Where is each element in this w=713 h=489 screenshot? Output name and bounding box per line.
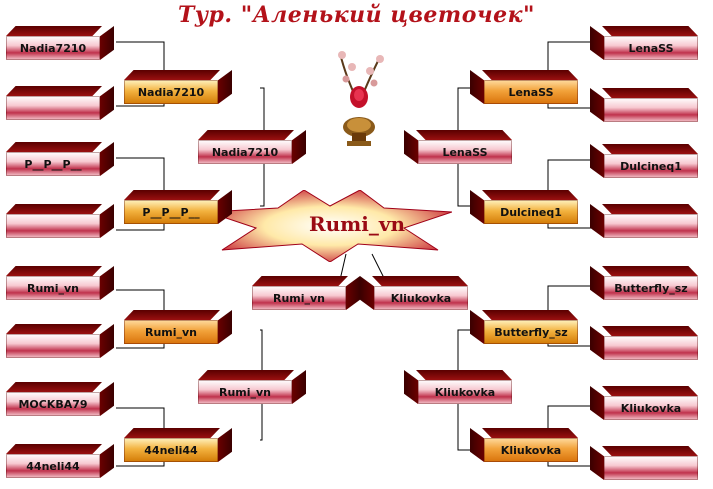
left-r1-slot-4[interactable] bbox=[6, 204, 114, 238]
player-name: Kliukovka bbox=[418, 380, 512, 404]
right-r3-slot-1[interactable]: LenaSS bbox=[404, 130, 512, 164]
left-r1-slot-8[interactable]: 44neli44 bbox=[6, 444, 114, 478]
player-name: Nadia7210 bbox=[198, 140, 292, 164]
right-r1-slot-5[interactable]: Butterfly_sz bbox=[590, 266, 698, 300]
player-name: P__P__P__ bbox=[6, 152, 100, 176]
player-name: LenaSS bbox=[604, 36, 698, 60]
left-r1-slot-5[interactable]: Rumi_vn bbox=[6, 266, 114, 300]
player-name: LenaSS bbox=[418, 140, 512, 164]
right-r1-slot-6[interactable] bbox=[590, 326, 698, 360]
player-name: Kliukovka bbox=[484, 438, 578, 462]
player-name bbox=[604, 456, 698, 480]
right-r1-slot-1[interactable]: LenaSS bbox=[590, 26, 698, 60]
right-r1-slot-2[interactable] bbox=[590, 88, 698, 122]
player-name: Rumi_vn bbox=[124, 320, 218, 344]
left-final-slot[interactable]: Rumi_vn bbox=[252, 276, 360, 310]
player-name: 44neli44 bbox=[124, 438, 218, 462]
player-name: Kliukovka bbox=[374, 286, 468, 310]
flower-trophy-icon bbox=[338, 51, 384, 146]
player-name: Nadia7210 bbox=[124, 80, 218, 104]
player-name: Rumi_vn bbox=[6, 276, 100, 300]
champion-name: Rumi_vn bbox=[308, 212, 406, 236]
left-r2-slot-2[interactable]: P__P__P__ bbox=[124, 190, 232, 224]
right-r2-slot-3[interactable]: Butterfly_sz bbox=[470, 310, 578, 344]
player-name: MOCKBA79 bbox=[6, 392, 100, 416]
left-r2-slot-1[interactable]: Nadia7210 bbox=[124, 70, 232, 104]
player-name: Rumi_vn bbox=[198, 380, 292, 404]
player-name bbox=[604, 336, 698, 360]
player-name bbox=[6, 334, 100, 358]
player-name: 44neli44 bbox=[6, 454, 100, 478]
player-name: Dulcineq1 bbox=[484, 200, 578, 224]
champion-star-icon bbox=[208, 190, 452, 262]
player-name: Nadia7210 bbox=[6, 36, 100, 60]
left-r2-slot-3[interactable]: Rumi_vn bbox=[124, 310, 232, 344]
player-name bbox=[6, 214, 100, 238]
player-name: Kliukovka bbox=[604, 396, 698, 420]
right-r1-slot-8[interactable] bbox=[590, 446, 698, 480]
left-r1-slot-6[interactable] bbox=[6, 324, 114, 358]
player-name: Butterfly_sz bbox=[484, 320, 578, 344]
right-final-slot[interactable]: Kliukovka bbox=[360, 276, 468, 310]
right-r3-slot-2[interactable]: Kliukovka bbox=[404, 370, 512, 404]
right-r1-slot-3[interactable]: Dulcineq1 bbox=[590, 144, 698, 178]
right-r2-slot-1[interactable]: LenaSS bbox=[470, 70, 578, 104]
player-name bbox=[604, 98, 698, 122]
player-name: Rumi_vn bbox=[252, 286, 346, 310]
left-r3-slot-2[interactable]: Rumi_vn bbox=[198, 370, 306, 404]
left-r2-slot-4[interactable]: 44neli44 bbox=[124, 428, 232, 462]
left-r1-slot-2[interactable] bbox=[6, 86, 114, 120]
tournament-title: Тур. "Аленький цветочек" bbox=[178, 2, 535, 28]
right-r2-slot-2[interactable]: Dulcineq1 bbox=[470, 190, 578, 224]
left-r3-slot-1[interactable]: Nadia7210 bbox=[198, 130, 306, 164]
right-r1-slot-4[interactable] bbox=[590, 204, 698, 238]
left-r1-slot-3[interactable]: P__P__P__ bbox=[6, 142, 114, 176]
right-r1-slot-7[interactable]: Kliukovka bbox=[590, 386, 698, 420]
player-name bbox=[604, 214, 698, 238]
player-name: P__P__P__ bbox=[124, 200, 218, 224]
player-name bbox=[6, 96, 100, 120]
player-name: Dulcineq1 bbox=[604, 154, 698, 178]
player-name: LenaSS bbox=[484, 80, 578, 104]
left-r1-slot-7[interactable]: MOCKBA79 bbox=[6, 382, 114, 416]
right-r2-slot-4[interactable]: Kliukovka bbox=[470, 428, 578, 462]
left-r1-slot-1[interactable]: Nadia7210 bbox=[6, 26, 114, 60]
player-name: Butterfly_sz bbox=[604, 276, 698, 300]
